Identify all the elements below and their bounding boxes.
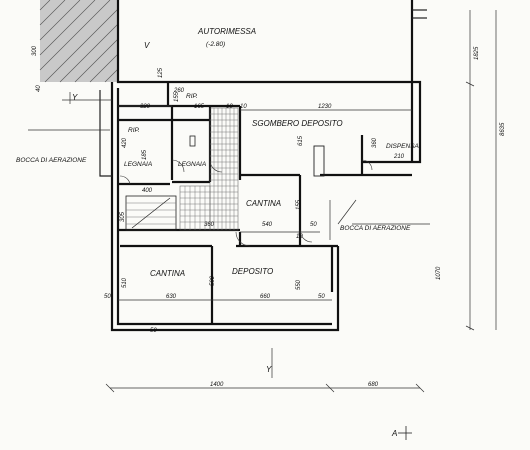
label-cantina-left: CANTINA [150, 269, 185, 278]
label-legnaia-left: LEGNAIA [124, 161, 152, 168]
dim-40: 40 [36, 85, 42, 92]
label-autorimessa: AUTORIMESSA [197, 27, 256, 36]
external-hatched-area [39, 0, 119, 83]
dimension-numbers: 300 40 125 260 155 165 10 10 1230 320 42… [32, 45, 506, 388]
dim-615: 615 [298, 135, 304, 146]
dim-10a: 10 [226, 104, 233, 110]
dim-660: 660 [260, 294, 271, 300]
dim-360a: 360 [372, 137, 378, 148]
section-mark-y-left: Y [72, 93, 78, 102]
note-bocca-aerazione-left: BOCCA DI AERAZIONE [16, 157, 87, 164]
dim-320: 320 [140, 104, 151, 110]
dim-125: 125 [158, 67, 164, 78]
dim-155: 155 [174, 91, 180, 102]
dimension-lines [28, 10, 497, 393]
dim-630: 630 [166, 294, 177, 300]
dim-510: 510 [122, 277, 128, 288]
staircase [125, 195, 177, 231]
dim-10c: 10 [296, 234, 303, 240]
dim-300: 300 [32, 45, 38, 56]
north-mark: A [391, 429, 397, 438]
label-autorimessa-level: (-2.80) [206, 41, 225, 48]
dim-210: 210 [393, 154, 405, 160]
dim-155b: 155 [296, 199, 302, 210]
dim-50b: 50 [104, 294, 111, 300]
dim-1230: 1230 [318, 104, 332, 110]
dim-540: 540 [262, 222, 273, 228]
dim-305: 305 [120, 211, 126, 222]
door-swings [119, 159, 373, 247]
outer-walls [99, 80, 422, 332]
dim-680: 680 [368, 382, 379, 388]
annotations: BOCCA DI AERAZIONE BOCCA DI AERAZIONE Y … [16, 41, 412, 440]
label-deposito: DEPOSITO [232, 267, 273, 276]
label-legnaia: LEGNAIA [178, 161, 206, 168]
dim-165: 165 [194, 104, 205, 110]
dim-8635: 8635 [500, 122, 506, 136]
dim-185: 185 [142, 149, 148, 160]
dim-420: 420 [122, 137, 128, 148]
dim-50c: 50 [318, 294, 325, 300]
label-cantina-center: CANTINA [246, 199, 281, 208]
label-dispensa: DISPENSA [386, 143, 419, 150]
note-bocca-aerazione-right: BOCCA DI AERAZIONE [340, 225, 411, 232]
room-labels: AUTORIMESSA (-2.80) SGOMBERO DEPOSITO DI… [124, 27, 419, 278]
dim-10b: 10 [240, 104, 247, 110]
dim-360b: 360 [204, 222, 215, 228]
autorimessa-outline [116, 0, 427, 84]
label-rip-2: RIP. [186, 93, 198, 100]
dim-50d: 50 [150, 328, 157, 334]
dim-1070: 1070 [436, 266, 442, 280]
dim-550: 550 [296, 279, 302, 290]
label-rip-1: RIP. [128, 127, 140, 134]
dim-400: 400 [142, 188, 153, 194]
section-mark-y-bottom: Y [266, 365, 272, 374]
dim-260: 260 [173, 88, 185, 94]
section-mark-v: V [144, 41, 150, 50]
dim-1400: 1400 [210, 382, 224, 388]
dim-50a: 50 [310, 222, 317, 228]
dim-590: 590 [210, 275, 216, 286]
dim-1825: 1825 [474, 46, 480, 60]
chimney-flue [189, 135, 325, 177]
label-sgombero-deposito: SGOMBERO DEPOSITO [252, 119, 343, 128]
